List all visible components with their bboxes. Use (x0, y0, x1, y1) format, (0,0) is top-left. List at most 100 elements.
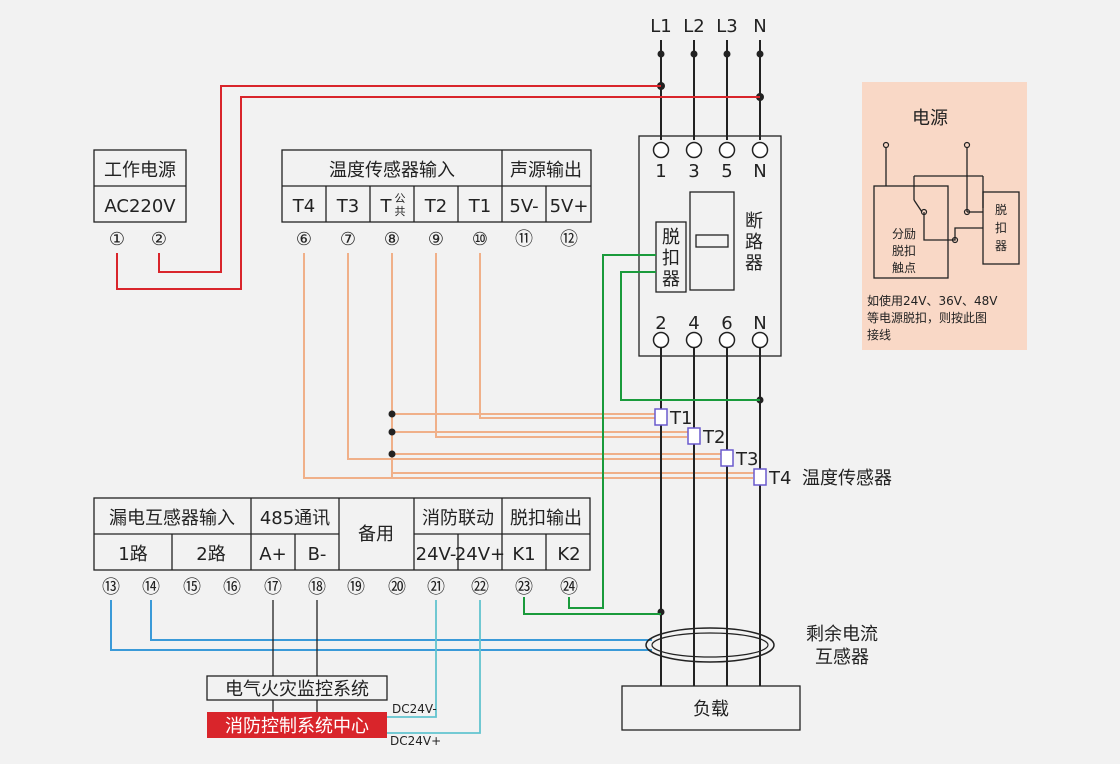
fire-link-title: 消防联动 (422, 508, 494, 529)
terminal-16: ⑯ (223, 577, 241, 598)
rs485-col-b: B- (308, 544, 327, 565)
bottom-terminals: ⑬ ⑭ ⑮ ⑯ ⑰ ⑱ ⑲ ⑳ ㉑ ㉒ ㉓ ㉔ (102, 577, 578, 598)
temp-col-t4: T4 (292, 196, 315, 217)
terminal-22: ㉒ (471, 577, 489, 598)
trip-output-title: 脱扣输出 (510, 508, 582, 529)
temp-sound-block: 温度传感器输入 声源输出 T4 T3 T 公 共 T2 T1 5V- 5V+ (281, 149, 592, 223)
inset-contact-2: 脱扣 (892, 243, 916, 258)
power-title: 工作电源 (104, 160, 176, 181)
terminal-24: ㉔ (560, 577, 578, 598)
monitor-system-label: 电气火灾监控系统 (225, 679, 369, 700)
dc-minus-label: DC24V- (392, 702, 437, 716)
load-label: 负载 (693, 699, 729, 720)
temp-col-t1: T1 (468, 196, 491, 217)
trip-col-k2: K2 (557, 544, 580, 565)
temp-col-t2: T2 (424, 196, 447, 217)
temp-col-common-1: 公 (395, 192, 406, 205)
power-block: 工作电源 AC220V (93, 149, 187, 223)
terminal-18: ⑱ (308, 577, 326, 598)
leak-col-2: 2路 (196, 544, 225, 565)
terminal-12: ⑫ (560, 229, 578, 250)
residual-ct: 剩余电流 互感器 (645, 624, 878, 668)
breaker-top-1: 1 (655, 161, 666, 182)
trip-col-k1: K1 (512, 544, 535, 565)
rs485-col-a: A+ (259, 544, 286, 565)
breaker-name-1: 断 (745, 211, 763, 232)
terminal-10: ⑩ (472, 229, 488, 250)
terminal-11: ⑪ (515, 229, 533, 250)
terminal-19: ⑲ (347, 577, 365, 598)
inset-title: 电源 (912, 108, 948, 129)
terminal-9: ⑨ (428, 229, 444, 250)
inset-panel: 电源 脱 扣 器 分励 脱扣 触点 如使用24V、36V、48V 等电源脱扣，则… (862, 82, 1027, 350)
top-terminals: ① ② ⑥ ⑦ ⑧ ⑨ ⑩ ⑪ ⑫ (109, 229, 578, 250)
spare-label: 备用 (358, 524, 394, 545)
breaker-trip-3: 器 (662, 269, 680, 290)
terminal-20: ⑳ (388, 577, 406, 598)
load: 负载 (621, 685, 801, 731)
terminal-14: ⑭ (142, 577, 160, 598)
breaker-bottom-6: 6 (721, 313, 732, 334)
temp-col-t-common: T (380, 196, 393, 217)
inset-trip-2: 扣 (995, 221, 1007, 235)
terminal-21: ㉑ (427, 577, 445, 598)
circuit-breaker: 1 3 5 N 脱 扣 器 断 路 器 2 4 6 N (638, 135, 782, 357)
leakage-wires (110, 600, 652, 651)
temp-input-title: 温度传感器输入 (329, 160, 455, 181)
leak-col-1: 1路 (118, 544, 147, 565)
terminal-23: ㉓ (515, 577, 533, 598)
breaker-trip-2: 扣 (662, 248, 680, 269)
residual-ct-label-1: 剩余电流 (806, 624, 878, 645)
terminal-2: ② (151, 229, 167, 250)
sensor-t3: T3 (735, 449, 758, 470)
sound-col-5v-plus: 5V+ (550, 196, 589, 217)
inset-note-2: 等电源脱扣，则按此图 (867, 310, 987, 325)
inset-trip-3: 器 (995, 239, 1007, 253)
sensor-t2: T2 (702, 427, 725, 448)
monitor-system: 电气火灾监控系统 消防控制系统中心 (206, 675, 388, 738)
sound-col-5v-minus: 5V- (509, 196, 538, 217)
phase-label-n: N (753, 16, 766, 37)
fire-col-plus: 24V+ (455, 544, 505, 565)
sensor-t1: T1 (669, 408, 692, 429)
breaker-name-3: 器 (745, 253, 763, 274)
inset-trip-1: 脱 (995, 202, 1007, 217)
power-wires (116, 85, 760, 290)
sound-output-title: 声源输出 (510, 160, 582, 181)
breaker-bottom-4: 4 (688, 313, 699, 334)
terminal-6: ⑥ (296, 229, 312, 250)
residual-ct-label-2: 互感器 (815, 647, 869, 668)
sensor-t4: T4 (768, 468, 791, 489)
breaker-bottom-n: N (753, 313, 766, 334)
fire-center-label: 消防控制系统中心 (225, 716, 369, 737)
rs485-title: 485通讯 (260, 508, 330, 529)
phase-label-l3: L3 (716, 16, 737, 37)
leak-title: 漏电互感器输入 (109, 508, 235, 529)
sensor-caption: 温度传感器 (802, 468, 892, 489)
trip-wires (523, 254, 760, 615)
temp-col-t3: T3 (336, 196, 359, 217)
rs485-wires (272, 600, 318, 712)
power-value: AC220V (104, 196, 176, 217)
temp-sensors: T1 T2 T3 T4 温度传感器 (654, 408, 892, 489)
bottom-block: 漏电互感器输入 485通讯 备用 消防联动 脱扣输出 1路 2路 A+ B- 2… (93, 497, 591, 571)
terminal-17: ⑰ (264, 577, 282, 598)
terminal-8: ⑧ (384, 229, 400, 250)
terminal-1: ① (109, 229, 125, 250)
dc-plus-label: DC24V+ (390, 734, 441, 748)
breaker-trip-1: 脱 (662, 227, 680, 248)
inset-contact-1: 分励 (892, 227, 916, 241)
inset-note-3: 接线 (867, 327, 891, 342)
fire-link-wires: DC24V- DC24V+ (387, 600, 481, 748)
breaker-top-5: 5 (721, 161, 732, 182)
breaker-top-n: N (753, 161, 766, 182)
fire-col-minus: 24V- (416, 544, 457, 565)
terminal-7: ⑦ (340, 229, 356, 250)
breaker-top-3: 3 (688, 161, 699, 182)
phase-label-l1: L1 (650, 16, 671, 37)
temp-col-common-2: 共 (395, 205, 406, 218)
inset-contact-3: 触点 (892, 261, 916, 275)
phase-lines: L1 L2 L3 N (650, 16, 767, 140)
